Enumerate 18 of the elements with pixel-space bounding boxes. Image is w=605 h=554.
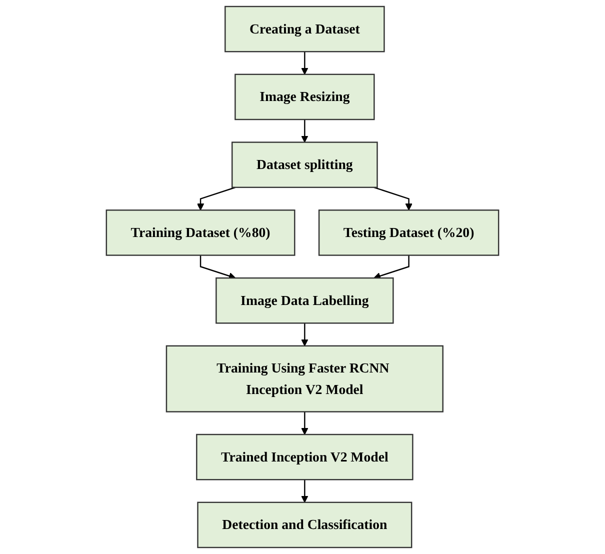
process-box: Image Data Labelling bbox=[216, 277, 394, 324]
process-box: Image Resizing bbox=[234, 74, 375, 120]
arrow bbox=[301, 120, 308, 143]
arrow bbox=[200, 255, 236, 280]
arrow bbox=[301, 480, 308, 503]
process-box: Creating a Dataset bbox=[224, 6, 385, 52]
arrow bbox=[196, 186, 236, 210]
process-box: Detection and Classification bbox=[197, 502, 412, 548]
process-box: Dataset splitting bbox=[232, 142, 378, 188]
arrow bbox=[374, 186, 412, 210]
arrow bbox=[301, 323, 308, 346]
arrow bbox=[374, 255, 410, 280]
arrow bbox=[301, 412, 308, 435]
process-box: Testing Dataset (%20) bbox=[318, 210, 500, 256]
process-box: Trained Inception V2 Model bbox=[196, 434, 414, 480]
process-box: Training Using Faster RCNN Inception V2 Model bbox=[166, 345, 444, 412]
process-box: Training Dataset (%80) bbox=[106, 210, 296, 256]
arrow bbox=[301, 52, 308, 75]
